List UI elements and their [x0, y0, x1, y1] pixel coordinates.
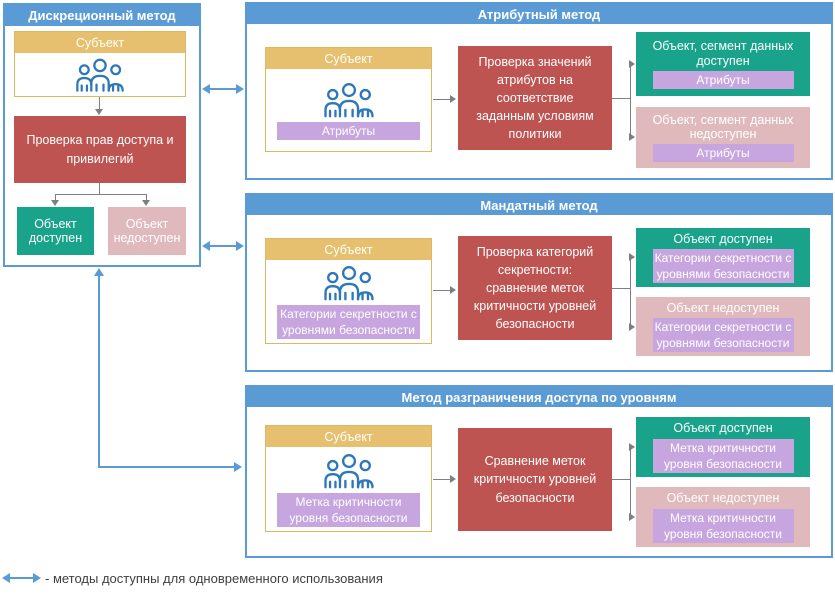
- connector-check-branch: [612, 479, 631, 480]
- denied-tag: Атрибуты: [652, 144, 794, 163]
- panel-attribute-title: Атрибутный метод: [247, 4, 831, 24]
- connector-subject-check: [99, 97, 100, 110]
- denied-box-mandatory: Объект недоступен Категории секретности …: [636, 297, 810, 356]
- double-arrow-attribute-left: [202, 84, 210, 94]
- subject-label: Субъект: [266, 48, 431, 69]
- people-icon: [76, 58, 124, 92]
- subject-body: Категории секретности с уровнями безопас…: [266, 260, 431, 343]
- denied-tag: Метка критичности уровня безопасности: [652, 508, 794, 543]
- connector-branch-vertical: [630, 257, 631, 327]
- connector-subject-check: [433, 290, 451, 291]
- allowed-box-mandatory: Объект доступен Категории секретности с …: [636, 228, 810, 287]
- subject-label: Субъект: [266, 426, 431, 447]
- legend-arrow-left: [2, 573, 10, 583]
- legend-arrow-line: [9, 577, 34, 579]
- allowed-title: Объект доступен: [673, 421, 773, 436]
- arrowhead-down: [142, 200, 150, 206]
- legend-text: - методы доступны для одновременного исп…: [45, 571, 383, 586]
- denied-tag: Категории секретности с уровнями безопас…: [652, 318, 794, 353]
- subject-box-levels: Субъект Метка критичности уровня безопас…: [265, 425, 432, 532]
- allowed-tag: Метка критичности уровня безопасности: [652, 438, 794, 473]
- subject-box-mandatory: Субъект Категории секретности с уровнями…: [265, 238, 432, 344]
- allowed-label: Объект доступен: [28, 216, 83, 245]
- denied-box-levels: Объект недоступен Метка критичности уров…: [636, 487, 810, 547]
- denied-box-attribute: Объект, сегмент данных недоступен Атрибу…: [636, 107, 810, 168]
- subject-label: Субъект: [266, 239, 431, 260]
- elbow-arrow-right: [234, 462, 242, 472]
- subject-box-discretionary: Субъект: [14, 31, 186, 97]
- legend-arrow-right: [33, 573, 41, 583]
- arrowhead-right: [629, 443, 635, 451]
- elbow-vertical-line: [98, 275, 100, 468]
- double-arrow-attribute-line: [209, 88, 238, 90]
- denied-title: Объект недоступен: [666, 300, 780, 315]
- allowed-box-discretionary: Объект доступен: [17, 207, 94, 255]
- double-arrow-mandatory-line: [209, 245, 238, 247]
- subject-tag: Категории секретности с уровнями безопас…: [277, 305, 420, 339]
- allowed-box-attribute: Объект, сегмент данных доступен Атрибуты: [636, 32, 810, 96]
- check-box-levels: Сравнение меток критичности уровней безо…: [458, 428, 612, 531]
- allowed-tag: Категории секретности с уровнями безопас…: [652, 249, 794, 284]
- subject-tag: Метка критичности уровня безопасности: [277, 492, 420, 527]
- allowed-box-levels: Объект доступен Метка критичности уровня…: [636, 417, 810, 477]
- denied-title: Объект, сегмент данных недоступен: [652, 112, 794, 141]
- elbow-horizontal-line: [98, 466, 235, 468]
- elbow-arrow-up: [94, 268, 104, 276]
- connector-check-branch: [99, 183, 100, 194]
- connector-subject-check: [433, 99, 451, 100]
- subject-body: Атрибуты: [266, 69, 431, 151]
- subject-body: [15, 53, 185, 96]
- connector-check-branch: [612, 288, 631, 289]
- double-arrow-attribute-right: [236, 84, 244, 94]
- connector-check-branch: [612, 98, 631, 99]
- check-box-discretionary: Проверка прав доступа и привилегий: [14, 116, 186, 183]
- people-icon: [323, 453, 374, 488]
- arrowhead-right: [450, 286, 456, 294]
- connector-branch-denied: [146, 194, 147, 201]
- allowed-title: Объект доступен: [673, 231, 773, 246]
- arrowhead-right: [450, 95, 456, 103]
- denied-box-discretionary: Объект недоступен: [108, 207, 186, 255]
- arrowhead-right: [629, 513, 635, 521]
- people-icon: [323, 82, 374, 117]
- connector-branch-horizontal: [55, 194, 147, 195]
- arrowhead-down: [95, 109, 103, 115]
- check-box-attribute: Проверка значений атрибутов на соответст…: [458, 46, 612, 150]
- arrowhead-down: [51, 200, 59, 206]
- connector-branch-vertical: [630, 64, 631, 137]
- allowed-title: Объект, сегмент данных доступен: [652, 39, 794, 68]
- double-arrow-mandatory-left: [202, 241, 210, 251]
- arrowhead-right: [629, 253, 635, 261]
- subject-box-attribute: Субъект Атрибуты: [265, 47, 432, 152]
- allowed-tag: Атрибуты: [652, 70, 794, 89]
- panel-mandatory-title: Мандатный метод: [247, 195, 831, 215]
- arrowhead-right: [629, 323, 635, 331]
- arrowhead-right: [629, 60, 635, 68]
- denied-label: Объект недоступен: [113, 216, 181, 245]
- people-icon: [323, 266, 374, 301]
- panel-levels-title: Метод разграничения доступа по уровням: [247, 387, 831, 407]
- denied-title: Объект недоступен: [666, 491, 780, 506]
- subject-tag: Атрибуты: [277, 121, 420, 140]
- arrowhead-right: [629, 133, 635, 141]
- connector-branch-allowed: [55, 194, 56, 201]
- connector-branch-vertical: [630, 447, 631, 517]
- subject-body: Метка критичности уровня безопасности: [266, 447, 431, 531]
- check-box-mandatory: Проверка категорий секретности: сравнени…: [458, 236, 612, 340]
- double-arrow-mandatory-right: [236, 241, 244, 251]
- subject-label: Субъект: [15, 32, 185, 53]
- panel-discretionary-title: Дискреционный метод: [5, 5, 199, 26]
- arrowhead-right: [450, 475, 456, 483]
- connector-subject-check: [433, 479, 451, 480]
